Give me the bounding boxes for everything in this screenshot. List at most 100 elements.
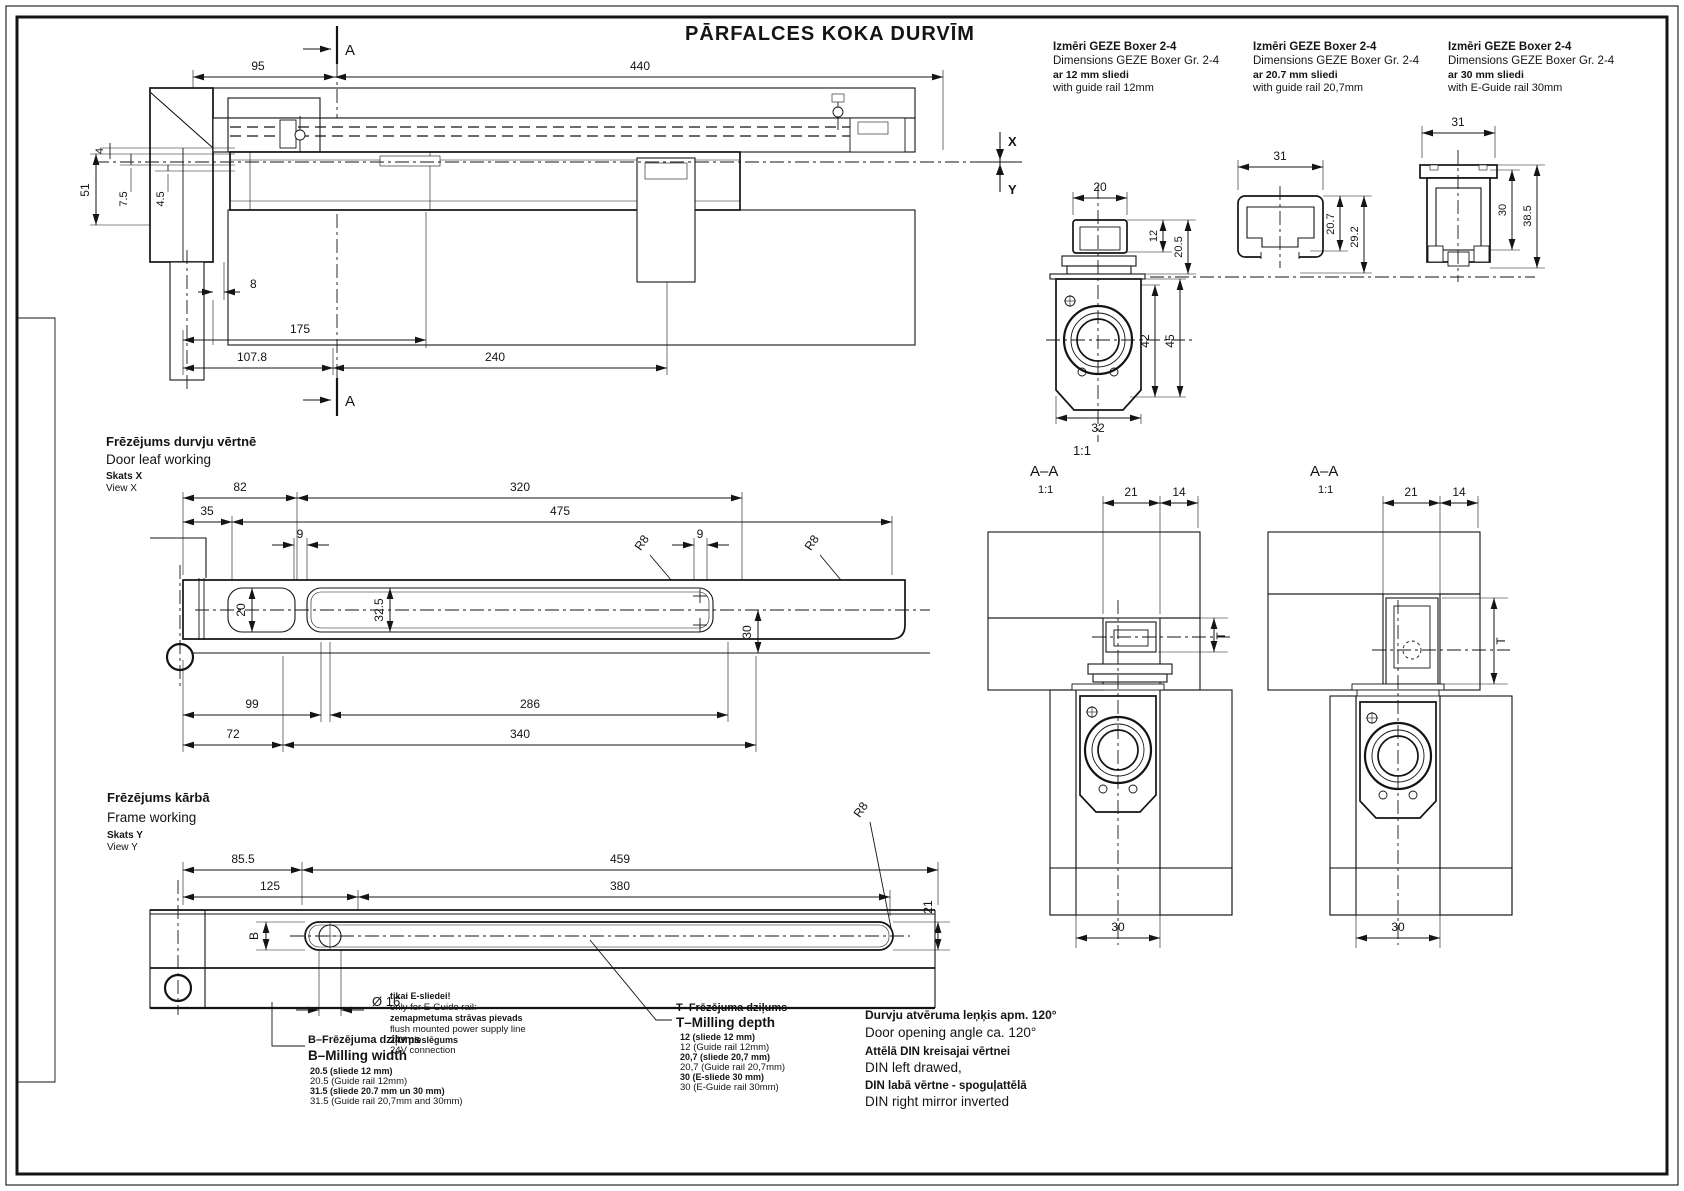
dim-12: 12 [1148, 230, 1160, 242]
dim-85-5: 85.5 [231, 852, 255, 866]
spec-block-rail12: Izmēri GEZE Boxer 2-4 Dimensions GEZE Bo… [1052, 41, 1220, 94]
note-din-l4: DIN left drawed, [865, 1060, 962, 1075]
aa2-dim-14: 14 [1452, 485, 1466, 499]
dim-459: 459 [610, 852, 630, 866]
spec-block-rail207: Izmēri GEZE Boxer 2-4 Dimensions GEZE Bo… [1252, 41, 1420, 94]
spec1-en: Dimensions GEZE Boxer Gr. 2-4 [1053, 55, 1220, 67]
spec-block-rail30: Izmēri GEZE Boxer 2-4 Dimensions GEZE Bo… [1447, 41, 1615, 94]
dim-475: 475 [550, 504, 570, 518]
dim-32-5: 32.5 [372, 598, 386, 622]
dim-440: 440 [630, 59, 650, 73]
aa2-label: A–A [1310, 463, 1338, 480]
note-t-l3: 20,7 (sliede 20,7 mm) [680, 1052, 770, 1062]
spec3-en: Dimensions GEZE Boxer Gr. 2-4 [1448, 55, 1615, 67]
aa2-dim-21: 21 [1404, 485, 1418, 499]
dim-20-5: 20.5 [1173, 236, 1185, 257]
dim-380: 380 [610, 879, 630, 893]
note-b-en: B–Milling width [308, 1048, 407, 1063]
dim-29-2: 29.2 [1349, 226, 1361, 247]
frame-view-en: View Y [107, 842, 138, 853]
spec3-lv2: ar 30 mm sliedi [1448, 69, 1524, 81]
section-aa-rail30: A–A 1:1 21 14 T 30 [1267, 463, 1513, 948]
dim-42: 42 [1138, 334, 1152, 348]
spec3-en2: with E-Guide rail 30mm [1447, 82, 1562, 94]
spec1-lv: Izmēri GEZE Boxer 2-4 [1053, 41, 1177, 53]
note-t-lv: T–Frēzējuma dziļums [676, 1002, 787, 1014]
note-din: Durvju atvēruma leņķis apm. 120° Door op… [865, 1008, 1057, 1109]
aa1-scale: 1:1 [1038, 484, 1053, 496]
frame-title-en: Frame working [107, 810, 196, 825]
dim-4-5: 4.5 [155, 191, 167, 206]
spec1-lv2: ar 12 mm sliedi [1053, 69, 1129, 81]
detail1-scale: 1:1 [1073, 443, 1091, 458]
note-e-line3: zemapmetuma strāvas pievads [390, 1013, 523, 1023]
spec1-en2: with guide rail 12mm [1052, 82, 1154, 94]
aa2-scale: 1:1 [1318, 484, 1333, 496]
note-t-en: T–Milling depth [676, 1015, 775, 1030]
dim-30-leaf: 30 [740, 625, 754, 639]
section-aa-rail12: A–A 1:1 21 14 T 30 [987, 463, 1233, 948]
dim-20-7: 20.7 [1325, 213, 1337, 234]
aa2-dim-t: T [1494, 637, 1508, 645]
dim-31-a: 31 [1273, 149, 1287, 163]
dim-82: 82 [233, 480, 247, 494]
aa1-dim-14: 14 [1172, 485, 1186, 499]
dim-99: 99 [245, 697, 259, 711]
note-din-l5: DIN labā vērtne - spoguļattēlā [865, 1080, 1027, 1092]
dim-4: 4 [94, 148, 106, 154]
radius-r8-frame: R8 [851, 799, 871, 820]
view-y-label: Y [1008, 182, 1017, 197]
note-din-l6: DIN right mirror inverted [865, 1094, 1009, 1109]
dim-286: 286 [520, 697, 540, 711]
note-e-line2: only for E-Guide rail: [390, 1002, 477, 1013]
dim-20-slot: 20 [234, 603, 248, 617]
note-t-l1: 12 (sliede 12 mm) [680, 1032, 755, 1042]
detail-rail207: 31 20.7 29.2 [1237, 149, 1372, 274]
dim-45: 45 [1163, 334, 1177, 348]
note-b-milling: B–Frēzējuma dziļums B–Milling width 20.5… [308, 1034, 463, 1107]
dim-38-5: 38.5 [1522, 205, 1534, 226]
leaf-view-lv: Skats X [106, 471, 142, 482]
aa1-dim-21: 21 [1124, 485, 1138, 499]
dim-240: 240 [485, 350, 505, 364]
radius-r8-a: R8 [632, 532, 652, 553]
section-label-a-top: A [345, 42, 355, 59]
note-e-line1: tikai E-sliedei! [390, 991, 451, 1001]
dim-35: 35 [200, 504, 214, 518]
detail-rail12-closer: 20 12 20.5 42 45 32 1:1 [1046, 180, 1535, 458]
dim-21: 21 [921, 900, 935, 914]
dim-107-8: 107.8 [237, 350, 267, 364]
dim-8: 8 [250, 277, 257, 291]
dim-340: 340 [510, 727, 530, 741]
door-leaf-working-view: Frēzējums durvju vērtnē Door leaf workin… [106, 434, 930, 752]
spec2-en: Dimensions GEZE Boxer Gr. 2-4 [1253, 55, 1420, 67]
dim-b: B [247, 932, 261, 940]
note-b-l3: 31.5 (sliede 20.7 mm un 30 mm) [310, 1086, 445, 1096]
dim-30-rail: 30 [1497, 204, 1509, 216]
dim-9-left: 9 [297, 527, 304, 541]
note-b-lv: B–Frēzējuma dziļums [308, 1034, 420, 1046]
dim-72: 72 [226, 727, 240, 741]
leaf-title-en: Door leaf working [106, 452, 211, 467]
dim-7-5: 7.5 [118, 191, 130, 206]
page-title: PĀRFALCES KOKA DURVĪM [685, 23, 975, 45]
dim-125: 125 [260, 879, 280, 893]
aa1-dim-t: T [1214, 632, 1228, 640]
dim-320: 320 [510, 480, 530, 494]
note-t-l5: 30 (E-sliede 30 mm) [680, 1072, 764, 1082]
fold-mark [17, 317, 56, 1083]
dim-31-b: 31 [1451, 115, 1465, 129]
dim-dia16: Ø 16 [372, 994, 400, 1009]
horizontal-section-drawing: A A 95 440 4 51 7.5 4.5 [78, 26, 1022, 416]
note-din-l1: Durvju atvēruma leņķis apm. 120° [865, 1008, 1057, 1022]
dim-20: 20 [1093, 180, 1107, 194]
aa1-label: A–A [1030, 463, 1058, 480]
note-din-l2: Door opening angle ca. 120° [865, 1025, 1036, 1040]
note-e-line5: 24V pieslēgums [390, 1035, 458, 1045]
leaf-title-lv: Frēzējums durvju vērtnē [106, 434, 256, 449]
note-b-l2: 20.5 (Guide rail 12mm) [310, 1076, 407, 1087]
spec2-lv2: ar 20.7 mm sliedi [1253, 69, 1338, 81]
leaf-view-en: View X [106, 483, 137, 494]
dim-175: 175 [290, 322, 310, 336]
